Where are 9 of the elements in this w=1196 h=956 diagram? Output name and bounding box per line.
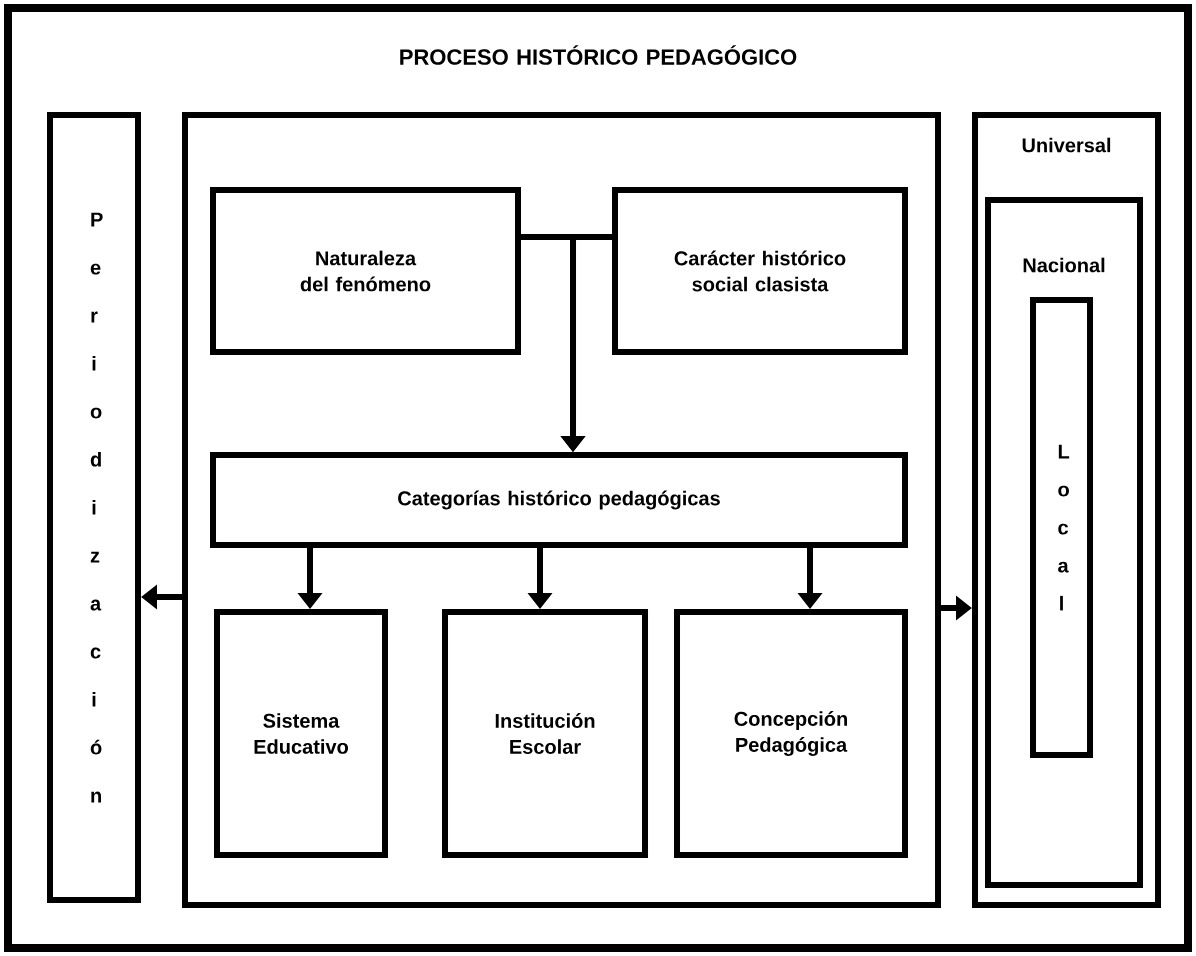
process-box: Naturaleza del fenómeno xyxy=(210,187,521,355)
process-box: Concepción Pedagógica xyxy=(674,609,908,858)
panel-box xyxy=(182,112,941,908)
process-box: Sistema Educativo xyxy=(214,609,388,858)
vertical-box: L o c a l xyxy=(1030,297,1093,758)
process-box: Institución Escolar xyxy=(442,609,648,858)
process-box: Categorías histórico pedagógicas xyxy=(210,452,908,548)
process-box: Carácter histórico social clasista xyxy=(612,187,908,355)
vertical-box: P e r i o d i z a c i ó n xyxy=(47,112,141,903)
